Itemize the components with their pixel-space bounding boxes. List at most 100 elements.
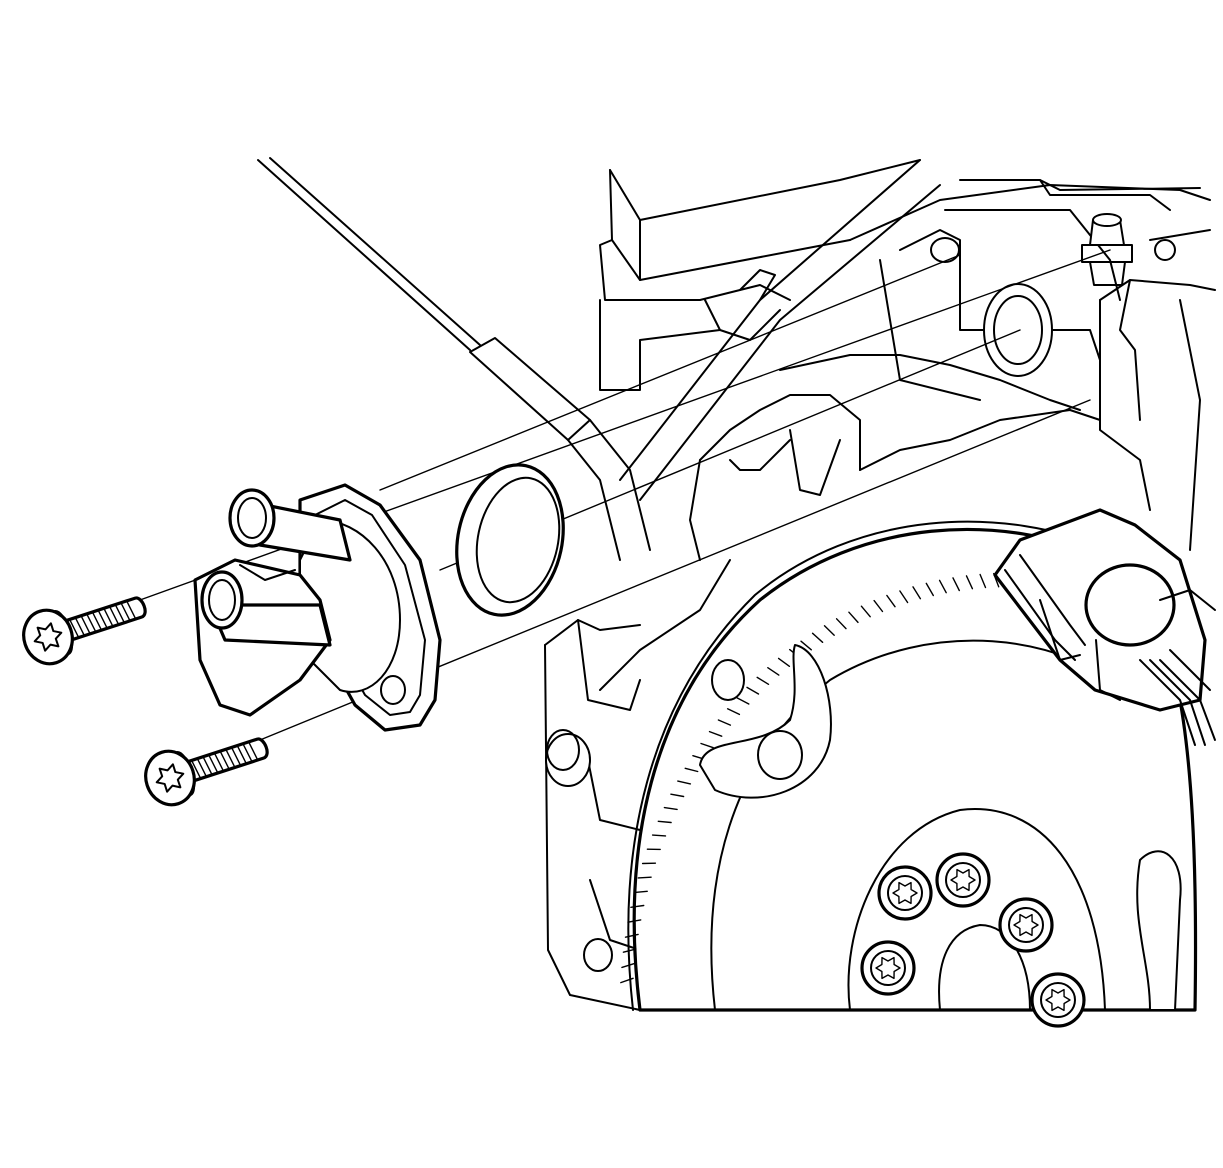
thermostat-housing <box>193 483 442 732</box>
bolt-thread <box>97 609 108 629</box>
crank-bolt <box>877 865 933 921</box>
crank-bolt-washer <box>998 897 1054 953</box>
ring-gear-tooth <box>663 806 678 811</box>
bolt-shank <box>60 596 147 643</box>
ring-gear-tooth <box>621 962 635 969</box>
crank-bolt-washer <box>1030 972 1086 1028</box>
ring-gear-tooth <box>767 667 780 676</box>
ring-gear-tooth <box>835 618 847 630</box>
bolt-head <box>22 608 74 666</box>
ring-gear-outer-edge <box>627 520 1116 1011</box>
ring-gear-tooth <box>886 594 896 608</box>
bolt-thread <box>120 602 131 622</box>
ring-gear-tooth <box>912 586 922 600</box>
ring-gear-tooth <box>777 657 791 667</box>
torx-socket <box>892 881 918 905</box>
ring-gear-tooth <box>965 575 974 590</box>
dipstick-tube <box>257 157 651 561</box>
bolt-thread <box>80 615 91 635</box>
bolt-thread <box>91 611 103 631</box>
ring-gear-tooth <box>700 742 714 749</box>
ring-gear-tooth <box>746 686 760 695</box>
block-freeze-plug <box>545 729 591 787</box>
ring-gear-tooth <box>979 573 987 589</box>
ring-gear-tooth <box>860 605 871 618</box>
ring-gear-tooth <box>800 640 812 651</box>
ring-gear-tooth <box>756 676 770 685</box>
ring-gear-tooth <box>899 590 909 604</box>
bolt-thread <box>202 756 213 776</box>
bolt-thread <box>103 607 114 628</box>
bolt-thread <box>196 757 208 778</box>
ring-gear <box>620 520 1116 1011</box>
crank-bolt-washer <box>935 852 991 908</box>
bolt-thread <box>213 752 225 772</box>
ring-gear-tooth <box>811 632 824 643</box>
engine-block <box>257 157 1216 1011</box>
torx-socket <box>155 763 185 793</box>
block-plug <box>1154 239 1176 261</box>
crank-bolt-head <box>870 950 906 986</box>
crank-bolt <box>998 897 1054 953</box>
bolt-thread <box>126 600 137 620</box>
bolt-thread <box>242 743 253 763</box>
crank-bolt-washer <box>877 865 933 921</box>
block-bolt-top <box>1081 213 1133 286</box>
ring-gear-tooth <box>633 890 648 894</box>
torx-socket <box>875 956 901 980</box>
crank-bolt <box>1030 972 1086 1028</box>
bolt-upper <box>22 596 147 666</box>
bolt-thread <box>114 603 126 624</box>
bolt-lower <box>144 737 269 807</box>
ring-gear-tooth <box>651 834 667 837</box>
bolt-thread <box>225 748 236 769</box>
flywheel-slot <box>699 644 832 799</box>
torx-socket <box>33 622 63 652</box>
bolt-thread <box>230 746 242 767</box>
flywheel-hole <box>711 659 745 701</box>
bolt-thread <box>68 618 80 639</box>
ring-gear-tooth <box>925 582 934 597</box>
torx-socket <box>1045 988 1071 1012</box>
ring-gear-tooth <box>708 730 723 737</box>
ring-gear-tooth <box>670 793 685 798</box>
torx-socket <box>1013 913 1039 937</box>
bolt-thread <box>108 605 120 626</box>
bolt-thread <box>74 616 86 637</box>
ring-gear-tooth <box>873 599 884 613</box>
seal-ring <box>455 463 565 617</box>
ring-gear-tooth <box>952 577 960 592</box>
ring-gear-tooth <box>657 820 672 824</box>
bolt-thread <box>248 741 259 761</box>
bolt-thread <box>236 744 248 765</box>
ring-gear-tooth <box>717 719 732 726</box>
crank-bolt <box>935 852 991 908</box>
ring-gear-tooth <box>726 708 741 716</box>
flywheel-slot-right <box>1136 850 1182 1011</box>
crank-bolt-head <box>887 875 923 911</box>
crank-bolt-circle <box>860 852 1086 1028</box>
ring-gear-tooth <box>684 767 699 773</box>
crank-bolt-head <box>945 862 981 898</box>
ring-gear-tooth <box>736 697 750 705</box>
crank-bolt-head <box>1040 982 1076 1018</box>
ring-gear-tooth <box>627 919 642 923</box>
crank-bolt <box>860 940 916 996</box>
bolt-thread <box>208 754 219 774</box>
ring-gear-tooth <box>938 579 947 594</box>
ring-gear-tooth <box>677 780 692 785</box>
crank-bolt-head <box>1008 907 1044 943</box>
sensor-connector <box>993 508 1216 746</box>
crank-bolt-washer <box>860 940 916 996</box>
bolt-thread <box>86 613 97 633</box>
bolt-thread <box>190 759 202 780</box>
torx-socket <box>950 868 976 892</box>
housing-bolt-hole-lower <box>380 675 406 705</box>
bolt-body <box>144 737 269 807</box>
bolt-thread <box>219 750 230 770</box>
bolt-body <box>22 596 147 666</box>
ring-gear-tooth <box>823 625 835 636</box>
ring-gear-tooth <box>637 876 652 879</box>
